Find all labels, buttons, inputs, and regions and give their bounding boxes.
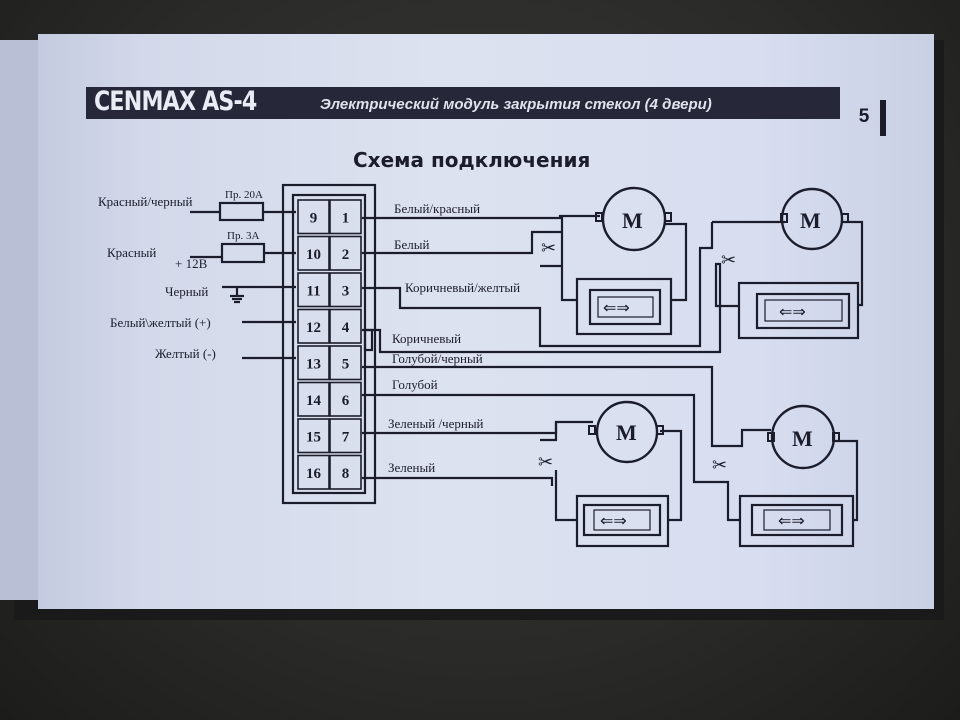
pin-cell [329,272,362,308]
motor-label-rl: M [616,420,637,445]
connector-housing [281,183,377,505]
motor-label-rr: M [792,426,813,451]
window-arrows-fr: ⇐⇒ [779,304,806,321]
pin-cell [297,454,330,490]
brand-title: CENMAX AS-4 [94,86,257,117]
connector-pins: 9 1 10 2 11 3 12 4 13 5 14 6 15 7 16 8 [297,199,362,490]
pin-number-left: 11 [306,283,320,299]
output-label-7: Зеленый /черный [388,416,484,431]
output-wiring [362,214,864,522]
pin-cell [297,381,330,417]
fuse-label-20a: Пр. 20А [225,189,263,201]
pin-number-left: 13 [306,356,321,372]
pin-cell [297,235,330,271]
pin-cell [329,235,362,271]
input-label-yellow: Желтый (-) [155,346,216,361]
pin-cell [329,418,362,454]
motor-front-left: M [595,186,672,252]
pin-cell [329,345,362,381]
output-label-3: Коричневый/желтый [405,280,520,295]
pin-number-right: 7 [342,429,350,445]
fuse-label-3a: Пр. 3А [227,230,259,242]
window-arrows-rl: ⇐⇒ [600,513,627,530]
pin-cell [297,308,330,344]
pin-number-right: 2 [342,247,350,263]
motor-rear-right: M [767,404,840,470]
output-label-1: Белый/красный [394,201,480,216]
window-frame-rear-right: ⇐⇒ [738,494,855,548]
pin-number-right: 3 [342,283,350,299]
input-label-black: Черный [165,284,208,299]
window-frame-front-left: ⇐⇒ [575,277,673,336]
scissors-icon: ✂ [541,238,556,258]
output-label-5: Голубой/черный [392,351,483,366]
input-label-12v: + 12В [175,256,208,271]
pin-cell [329,199,362,235]
pin-number-left: 14 [306,393,322,409]
header-bar [86,87,840,119]
pin-number-right: 5 [342,356,350,372]
scissors-icon: ✂ [712,455,727,475]
header-subtitle: Электрический модуль закрытия стекол (4 … [320,96,712,113]
connector-latch [363,328,374,352]
window-arrows-rr: ⇐⇒ [778,513,805,530]
motor-rear-left: M [588,400,664,464]
pin-cell [297,418,330,454]
page-number-marker [880,100,886,136]
pin-number-right: 1 [342,210,350,226]
input-wiring [190,201,296,360]
pin-number-left: 9 [310,210,318,226]
pin-cell [297,272,330,308]
pin-number-left: 15 [306,429,321,445]
page-number: 5 [858,106,870,127]
pin-cell [297,199,330,235]
input-label-white-yellow: Белый\желтый (+) [110,315,211,330]
output-label-2: Белый [394,237,429,252]
motor-label-fl: M [622,208,643,233]
output-label-6: Голубой [392,377,438,392]
pin-cell [329,381,362,417]
scissors-icon: ✂ [721,250,736,270]
window-frame-front-right: ⇐⇒ [737,281,860,340]
scissors-icon: ✂ [538,452,553,472]
pin-number-right: 8 [342,466,350,482]
window-frame-rear-left: ⇐⇒ [575,494,670,548]
pin-cell [329,308,362,344]
motor-label-fr: M [800,208,821,233]
input-label-red: Красный [107,245,156,260]
pin-cell [297,345,330,381]
previous-page-edge [0,40,42,600]
window-arrows-fl: ⇐⇒ [603,300,630,317]
pin-number-left: 10 [306,247,321,263]
pin-number-right: 6 [342,393,350,409]
pin-number-right: 4 [342,320,350,336]
motor-front-right: M [780,187,849,251]
diagram-title: Схема подключения [353,148,591,172]
pin-number-left: 16 [306,466,322,482]
output-label-8: Зеленый [388,460,435,475]
pin-number-left: 12 [306,320,321,336]
pin-cell [329,454,362,490]
output-label-4: Коричневый [392,331,461,346]
input-label-red-black: Красный/черный [98,194,192,209]
